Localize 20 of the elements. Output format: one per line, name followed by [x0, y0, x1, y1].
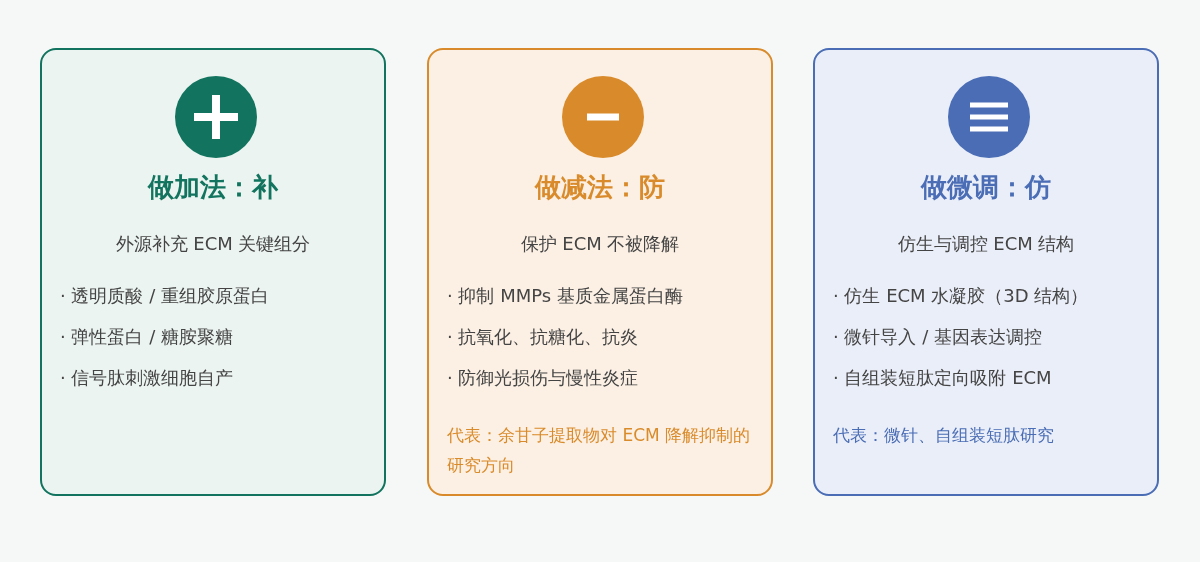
card-subtitle: 保护 ECM 不被降解	[519, 232, 681, 256]
card	[40, 48, 386, 496]
bullet-item: · 抑制 MMPs 基质金属蛋白酶	[447, 284, 684, 308]
card	[427, 48, 773, 496]
card-heading: 做加法：补	[146, 171, 279, 204]
bullet-item: · 防御光损伤与慢性炎症	[447, 366, 640, 390]
example-note: 代表：微针、自组装短肽研究	[833, 424, 1055, 447]
bullet-item: · 自组装短肽定向吸附 ECM	[833, 366, 1053, 390]
card-heading: 做减法：防	[533, 171, 666, 204]
card-subtitle: 仿生与调控 ECM 结构	[896, 232, 1076, 256]
card-subtitle: 外源补充 ECM 关键组分	[114, 232, 312, 256]
bullet-item: · 信号肽刺激细胞自产	[60, 366, 235, 390]
bullet-item: · 透明质酸 / 重组胶原蛋白	[60, 284, 270, 308]
example-note: 代表：余甘子提取物对 ECM 降解抑制的研究方向	[447, 424, 752, 477]
card-heading: 做微调：仿	[919, 171, 1052, 204]
card	[813, 48, 1159, 496]
bullet-item: · 抗氧化、抗糖化、抗炎	[447, 325, 640, 349]
bullet-item: · 微针导入 / 基因表达调控	[833, 325, 1043, 349]
bullet-item: · 弹性蛋白 / 糖胺聚糖	[60, 325, 234, 349]
bullet-item: · 仿生 ECM 水凝胶（3D 结构）	[833, 284, 1090, 308]
